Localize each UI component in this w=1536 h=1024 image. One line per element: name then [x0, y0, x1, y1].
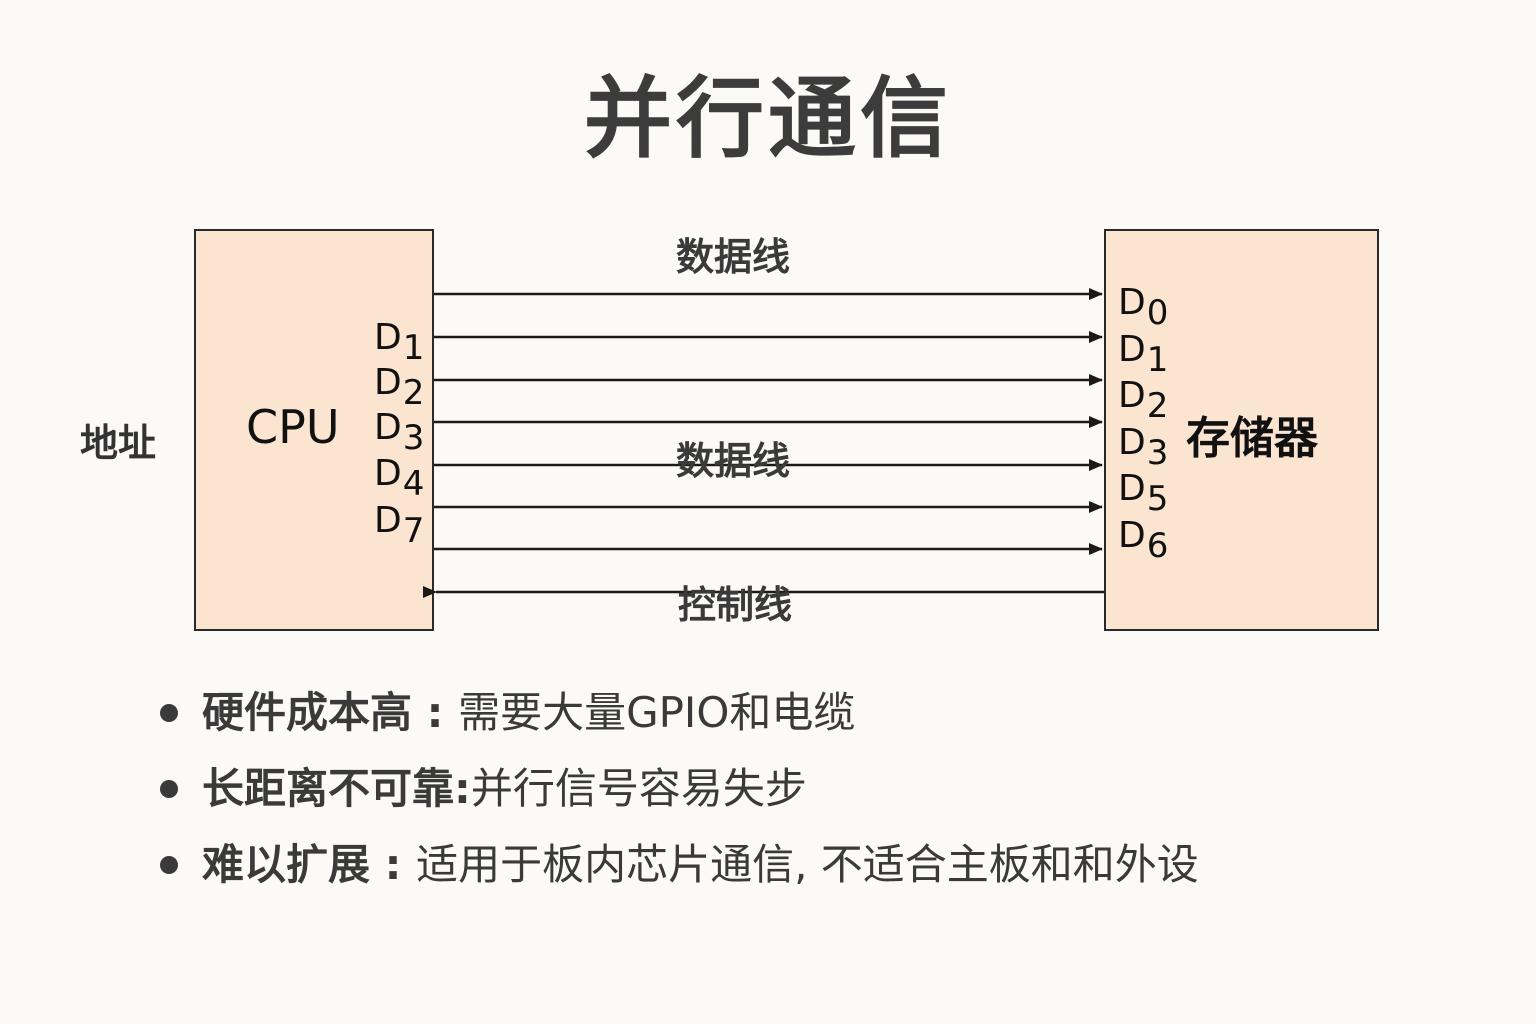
drawback-list: 硬件成本高 : 需要大量GPIO和电缆 长距离不可靠:并行信号容易失步 难以扩展… [160, 686, 1410, 914]
cpu-pin: D7 [374, 500, 425, 551]
bullet-text: 并行信号容易失步 [470, 764, 807, 813]
memory-label: 存储器 [1186, 413, 1318, 464]
memory-pin: D0 [1118, 282, 1169, 333]
list-item: 难以扩展 : 适用于板内芯片通信, 不适合主板和和外设 [160, 838, 1410, 914]
cpu-pin: D2 [374, 362, 425, 413]
list-item: 长距离不可靠:并行信号容易失步 [160, 762, 1410, 838]
bullet-icon [160, 704, 178, 722]
list-item: 硬件成本高 : 需要大量GPIO和电缆 [160, 686, 1410, 762]
page-title: 并行通信 [583, 67, 952, 170]
bullet-text: 需要大量GPIO和电缆 [458, 688, 856, 737]
bullet-heading: 长距离不可靠 [202, 764, 455, 813]
bullet-separator: : [370, 840, 417, 889]
memory-pin: D6 [1118, 515, 1169, 566]
memory-pin: D3 [1118, 422, 1169, 473]
bullet-separator: : [412, 688, 459, 737]
cpu-pin: D1 [374, 317, 425, 368]
cpu-label: CPU [246, 400, 340, 454]
memory-pin: D5 [1118, 468, 1169, 519]
memory-pin: D2 [1118, 375, 1169, 426]
memory-box [1104, 229, 1379, 631]
bullet-separator: : [454, 764, 471, 813]
data-wire-label-middle: 数据线 [676, 439, 791, 483]
address-label: 地址 [80, 421, 157, 465]
bullet-icon [160, 856, 178, 874]
bullet-icon [160, 780, 178, 798]
control-wire-label: 控制线 [678, 583, 793, 627]
memory-pin: D1 [1118, 329, 1169, 380]
bullet-heading: 难以扩展 [202, 840, 371, 889]
bullet-heading: 硬件成本高 [202, 688, 413, 737]
cpu-box [194, 229, 434, 631]
cpu-pin: D3 [374, 407, 425, 458]
cpu-pin: D4 [374, 453, 425, 504]
data-wire-label-top: 数据线 [676, 235, 791, 279]
bullet-text: 适用于板内芯片通信, 不适合主板和和外设 [416, 840, 1199, 889]
